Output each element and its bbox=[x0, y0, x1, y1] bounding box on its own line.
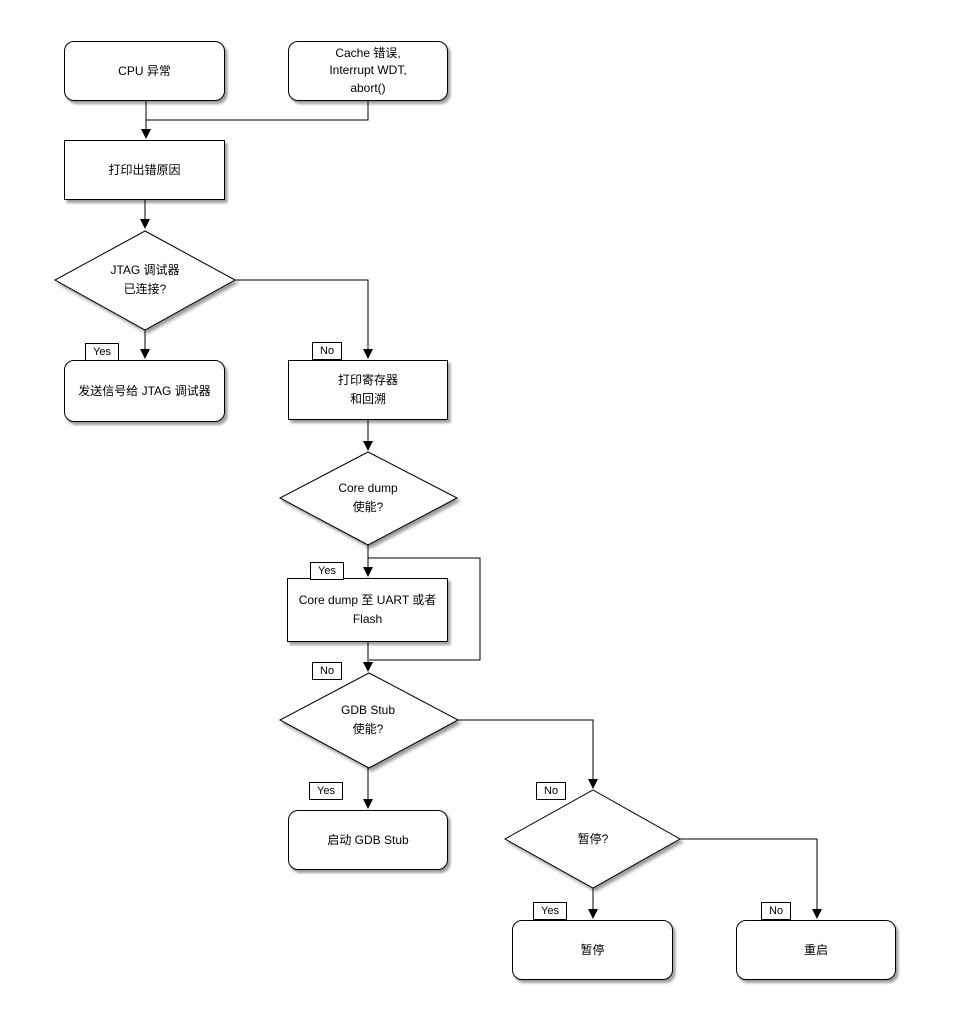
node-reboot: 重启 bbox=[736, 920, 896, 980]
node-signal-jtag: 发送信号给 JTAG 调试器 bbox=[64, 360, 225, 422]
label-gdb-stub-enabled: GDB Stub 使能? bbox=[340, 703, 396, 736]
edge-label-jtag-yes: Yes bbox=[85, 343, 119, 361]
node-print-reason: 打印出错原因 bbox=[64, 140, 225, 200]
node-cpu-exception: CPU 异常 bbox=[64, 41, 225, 101]
label-jtag-connected: JTAG 调试器 已连接? bbox=[110, 263, 180, 296]
edge-gdb-no bbox=[458, 719, 598, 789]
edge-label-halt-yes: Yes bbox=[533, 902, 567, 920]
node-halt: 暂停 bbox=[512, 920, 673, 980]
decision-diamonds bbox=[53, 230, 682, 889]
connectors bbox=[140, 101, 822, 919]
edge-cache-merge bbox=[146, 101, 369, 121]
edge-coredump-no-bypass bbox=[368, 557, 481, 661]
diamond-halt-question bbox=[503, 789, 682, 889]
edge-jtag-no bbox=[235, 279, 373, 359]
edge-label-coredump-yes: Yes bbox=[310, 562, 344, 580]
edge-label-gdb-no: No bbox=[536, 782, 567, 800]
edge-haltq-no bbox=[680, 838, 822, 919]
edge-label-halt-no: No bbox=[761, 902, 792, 920]
diamond-jtag-connected bbox=[53, 230, 237, 331]
edge-label-gdb-yes: Yes bbox=[309, 782, 343, 800]
node-print-registers: 打印寄存器 和回溯 bbox=[288, 360, 448, 420]
diamond-gdb-stub-enabled bbox=[278, 672, 460, 769]
label-core-dump-enabled: Core dump 使能? bbox=[338, 481, 398, 514]
diamond-core-dump-enabled bbox=[278, 451, 459, 546]
edge-label-coredump-no: No bbox=[312, 662, 343, 680]
label-halt-question: 暂停? bbox=[577, 831, 609, 846]
edge-label-jtag-no: No bbox=[312, 342, 343, 360]
node-cache-error: Cache 错误, Interrupt WDT, abort() bbox=[288, 41, 448, 101]
node-core-dump-write: Core dump 至 UART 或者 Flash bbox=[287, 578, 448, 642]
node-start-gdb-stub: 启动 GDB Stub bbox=[288, 810, 448, 870]
